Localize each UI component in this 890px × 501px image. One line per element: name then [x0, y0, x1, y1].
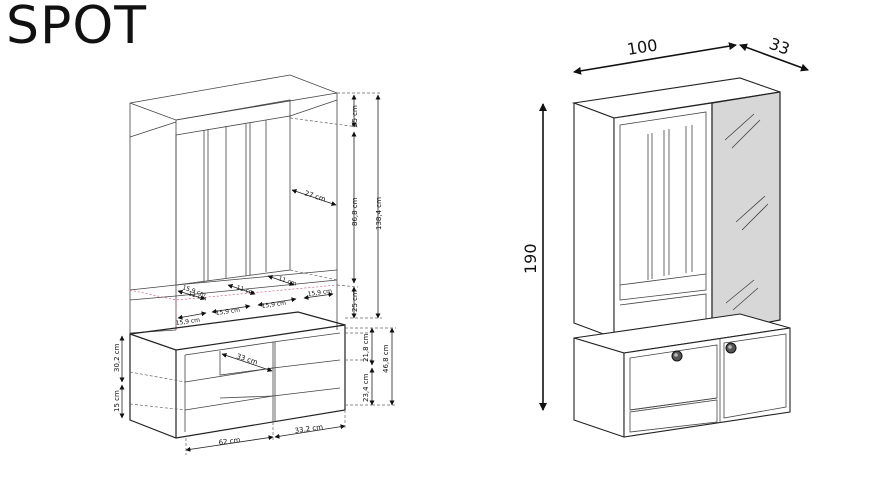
- dim-top-panel: 25 cm: [351, 105, 359, 127]
- overall-width-label: 100: [626, 35, 659, 59]
- detailed-view: 25 cm 86,8 cm 138,4 cm 25 cm 21,8 cm 46,…: [113, 74, 396, 455]
- overall-height-label: 190: [521, 243, 540, 274]
- dim-bench-total: 46,8 cm: [382, 344, 390, 373]
- overall-view: 100 33 190: [521, 34, 809, 438]
- dim-bench-lower: 23,4 cm: [362, 373, 370, 402]
- dim-base-width: 62 cm: [218, 436, 241, 447]
- dim-base-side: 33,2 cm: [294, 423, 323, 435]
- dim-gap-2: 15,9 cm: [215, 307, 240, 317]
- dim-gap-3: 15,9 cm: [261, 300, 286, 310]
- dim-shelf-gap: 25 cm: [351, 290, 359, 312]
- dim-total-upper: 138,4 cm: [375, 197, 383, 230]
- dim-left-lower: 15 cm: [113, 390, 121, 412]
- dim-gap-4: 15,9 cm: [307, 288, 332, 298]
- dim-inner-depth: 33 cm: [235, 352, 258, 366]
- dim-hook-depth: 27 cm: [303, 189, 326, 203]
- dim-bench-top: 21,8 cm: [362, 333, 370, 362]
- dim-gap-1: 15,9 cm: [175, 317, 200, 327]
- dim-left-upper: 30,2 cm: [113, 343, 121, 372]
- dim-panel-height: 86,8 cm: [351, 197, 359, 226]
- overall-depth-label: 33: [767, 34, 793, 59]
- product-title: SPOT: [6, 0, 148, 56]
- dim-hook-b: 11 cm: [235, 284, 255, 296]
